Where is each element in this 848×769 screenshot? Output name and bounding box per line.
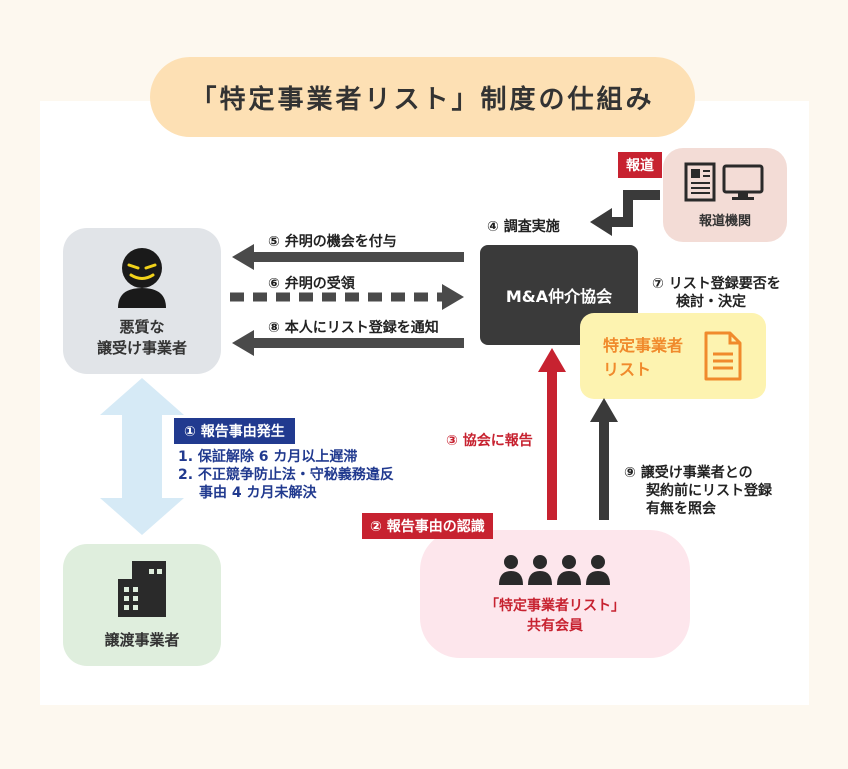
step-1-tag-text: ① 報告事由発生 — [184, 424, 285, 440]
step-1-item-3: 事由 4 カ月未解決 — [199, 485, 317, 501]
members-label-2: 共有会員 — [527, 618, 583, 634]
document-icon — [704, 331, 742, 381]
step-7-label-1: ⑦ リスト登録要否を — [652, 276, 781, 292]
step-5-label: ⑤ 弁明の機会を付与 — [268, 234, 397, 250]
media-icon — [684, 162, 764, 201]
media-label: 報道機関 — [698, 213, 751, 229]
step-2-tag: ② 報告事由の認識 — [362, 513, 493, 539]
step-9-label-2: 契約前にリスト登録 — [646, 483, 772, 499]
media-report-tag: 報道 — [618, 152, 662, 178]
step-1-tag: ① 報告事由発生 — [174, 418, 295, 444]
building-icon — [118, 560, 166, 617]
members-box: 「特定事業者リスト」 共有会員 — [420, 530, 690, 658]
step-4-label: ④ 調査実施 — [487, 219, 560, 235]
bad-buyer-box: 悪質な 譲受け事業者 — [63, 228, 221, 374]
step-1-item-1: 1. 保証解除 6 カ月以上遅滞 — [178, 449, 358, 465]
step-9-label-1: ⑨ 譲受け事業者との — [624, 465, 753, 481]
people-icon — [499, 555, 610, 585]
step-7-label-2: 検討・決定 — [676, 294, 746, 310]
step-3-label: ③ 協会に報告 — [446, 433, 533, 449]
step-6-label: ⑥ 弁明の受領 — [268, 276, 355, 292]
step-1-item-2: 2. 不正競争防止法・守秘義務違反 — [178, 467, 394, 483]
step-9-label-3: 有無を照会 — [646, 501, 716, 517]
list-label-1: 特定事業者 — [602, 336, 683, 355]
diagram-title: 「特定事業者リスト」制度の仕組み — [150, 57, 695, 137]
step-8-label: ⑧ 本人にリスト登録を通知 — [268, 320, 439, 336]
media-box: 報道機関 — [663, 148, 787, 242]
seller-box: 譲渡事業者 — [63, 544, 221, 666]
seller-label: 譲渡事業者 — [104, 630, 180, 649]
list-box: 特定事業者 リスト — [580, 313, 766, 399]
villain-icon — [118, 248, 166, 308]
bad-buyer-label-2: 譲受け事業者 — [96, 339, 187, 357]
association-label: M&A仲介協会 — [505, 287, 613, 306]
members-label-1: 「特定事業者リスト」 — [485, 598, 625, 614]
list-label-2: リスト — [602, 360, 651, 379]
bad-buyer-label-1: 悪質な — [119, 318, 165, 336]
